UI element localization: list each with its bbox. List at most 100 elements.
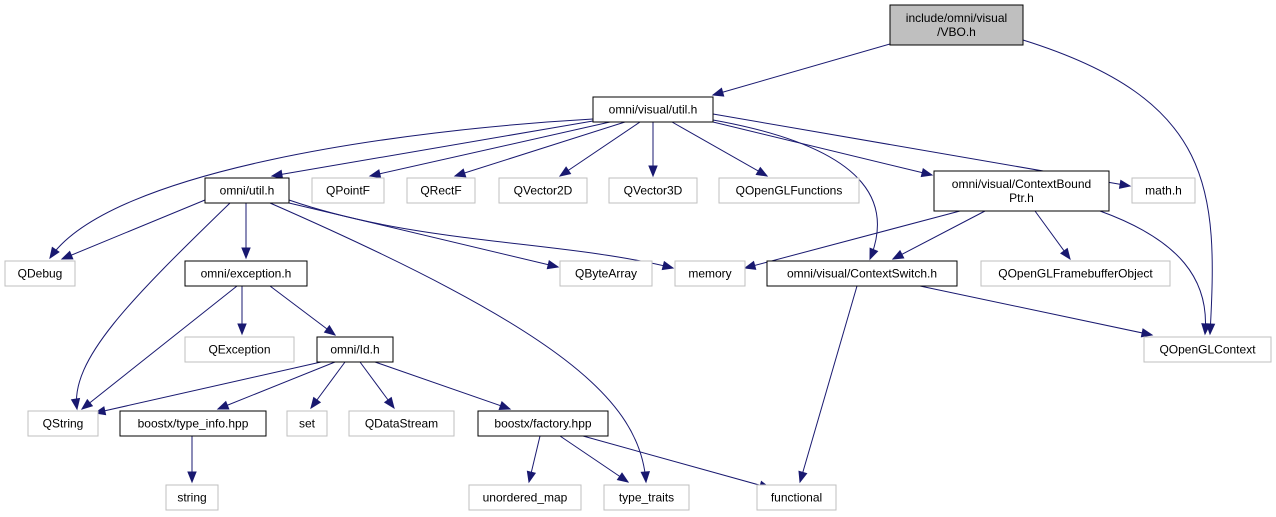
arrowhead: [526, 470, 537, 484]
node-label: unordered_map: [483, 491, 568, 505]
node-qopenglcontext: QOpenGLContext: [1143, 336, 1272, 363]
arrowhead: [1060, 247, 1071, 261]
node-box: [316, 336, 394, 363]
arrowhead: [383, 396, 395, 410]
node-label: QPointF: [326, 184, 370, 198]
node-exception[interactable]: omni/exception.h: [184, 260, 308, 287]
edge-visual_util-to-qrectf: [453, 121, 626, 178]
arrowhead: [270, 169, 284, 179]
node-factory[interactable]: boostx/factory.hpp: [477, 410, 609, 437]
node-box: [119, 410, 267, 437]
arrowhead: [1201, 323, 1211, 336]
edge-exception-to-qstring: [80, 285, 238, 410]
edge-omni_util-to-memory: [288, 199, 675, 271]
node-box: [184, 260, 308, 287]
edge-line: [712, 121, 933, 176]
node-label: omni/Id.h: [330, 343, 379, 357]
arrowhead: [640, 471, 651, 484]
node-box: [286, 410, 328, 437]
edge-id-to-type_info: [216, 361, 336, 410]
edge-line: [374, 361, 511, 410]
node-label: type_traits: [619, 491, 674, 505]
edge-contextswitch-to-functional: [798, 285, 858, 484]
node-box: [608, 177, 698, 204]
node-label: math.h: [1145, 184, 1182, 198]
edge-omni_util-to-qbytearray: [288, 202, 560, 270]
node-label: omni/visual/ContextBound: [952, 177, 1091, 191]
arrowhead: [743, 260, 757, 270]
node-qdebug: QDebug: [4, 260, 76, 287]
arrowhead: [661, 260, 675, 271]
node-label: omni/visual/util.h: [609, 103, 698, 117]
edge-line: [799, 285, 858, 483]
node-box: [348, 410, 455, 437]
node-qvector2d: QVector2D: [498, 177, 588, 204]
arrowhead: [241, 247, 251, 260]
node-label: Ptr.h: [1009, 191, 1034, 205]
edge-contextboundptr-to-memory: [743, 210, 961, 270]
node-box: [592, 96, 714, 123]
node-label: string: [177, 491, 206, 505]
node-label: QDataStream: [365, 417, 438, 431]
node-label: omni/visual/ContextSwitch.h: [787, 267, 937, 281]
node-label: /VBO.h: [937, 25, 976, 39]
node-vbo[interactable]: include/omni/visual/VBO.h: [889, 4, 1024, 46]
node-set: set: [286, 410, 328, 437]
node-visual-util[interactable]: omni/visual/util.h: [592, 96, 714, 123]
arrowhead: [920, 167, 934, 178]
node-label: QOpenGLContext: [1159, 343, 1256, 357]
arrowhead: [453, 168, 467, 178]
edge-line: [454, 121, 626, 177]
node-label: boostx/factory.hpp: [494, 417, 591, 431]
node-box: [4, 260, 76, 287]
edge-exception-to-id: [269, 285, 337, 336]
nodes: include/omni/visual/VBO.h omni/visual/uti…: [4, 4, 1272, 511]
edge-line: [1022, 39, 1213, 335]
node-box: [477, 410, 609, 437]
edge-visual_util-to-qdebug: [49, 118, 594, 260]
node-label: memory: [688, 267, 731, 281]
edge-line: [369, 121, 611, 177]
node-box: [498, 177, 588, 204]
node-contextswitch[interactable]: omni/visual/ContextSwitch.h: [766, 260, 958, 287]
edge-id-to-factory: [374, 361, 512, 411]
edge-factory-to-unordered_map: [526, 435, 541, 484]
node-label: QVector2D: [514, 184, 573, 198]
node-label: functional: [771, 491, 822, 505]
node-label: include/omni/visual: [906, 11, 1007, 25]
edge-line: [892, 210, 986, 260]
edge-line: [744, 210, 961, 269]
node-qopenglfbo: QOpenGLFramebufferObject: [980, 260, 1171, 287]
node-omni-util[interactable]: omni/util.h: [204, 177, 290, 204]
edge-id-to-qstring: [93, 361, 322, 416]
node-box: [980, 260, 1171, 287]
edge-line: [94, 361, 322, 414]
arrowhead: [237, 323, 247, 336]
edge-line: [217, 361, 336, 410]
edge-line: [559, 121, 641, 177]
edge-line: [61, 199, 206, 260]
node-qpointf: QPointF: [311, 177, 385, 204]
node-type-info[interactable]: boostx/type_info.hpp: [119, 410, 267, 437]
node-string: string: [165, 484, 219, 511]
node-box: [311, 177, 385, 204]
arrowhead: [616, 472, 630, 483]
arrowhead: [1118, 179, 1132, 189]
arrowhead: [711, 87, 725, 97]
node-functional: functional: [756, 484, 837, 511]
node-label: set: [299, 417, 316, 431]
node-label: boostx/type_info.hpp: [138, 417, 249, 431]
node-id[interactable]: omni/Id.h: [316, 336, 394, 363]
arrowhead: [798, 470, 808, 484]
node-label: QOpenGLFramebufferObject: [998, 267, 1153, 281]
edge-factory-to-functional: [582, 435, 772, 490]
edge-contextboundptr-to-contextswitch: [891, 210, 986, 260]
edge-line: [712, 119, 878, 260]
edge-line: [269, 202, 647, 483]
arrowhead: [1140, 328, 1154, 338]
node-label: omni/exception.h: [201, 267, 292, 281]
node-box: [889, 4, 1024, 46]
edge-line: [81, 285, 238, 410]
node-box: [766, 260, 958, 287]
